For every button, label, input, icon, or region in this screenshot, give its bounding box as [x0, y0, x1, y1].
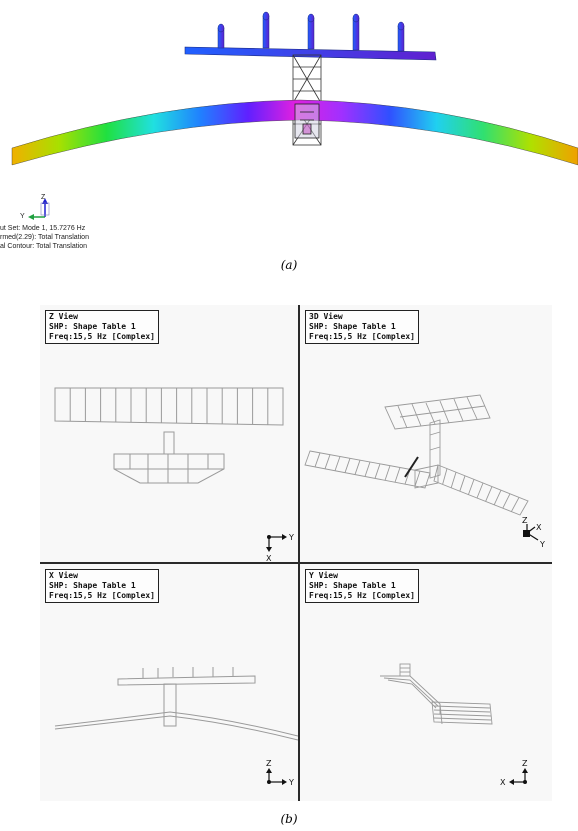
z-view[interactable]: Z View SHP: Shape Table 1 Freq:15,5 Hz [… — [40, 305, 298, 562]
contour-line: al Contour: Total Translation — [0, 243, 88, 250]
z-view-tail — [113, 453, 225, 484]
axis-label: X — [536, 523, 542, 532]
view-title: 3D View — [309, 312, 343, 321]
caption-b: (b) — [280, 812, 298, 826]
view-shape: SHP: Shape Table 1 — [309, 581, 396, 590]
3d-view-tail — [384, 394, 491, 430]
view-freq: Freq:15,5 Hz [Complex] — [309, 591, 415, 600]
view-freq: Freq:15,5 Hz [Complex] — [49, 332, 155, 341]
view-shape: SHP: Shape Table 1 — [49, 322, 136, 331]
axis-label: Y — [288, 533, 294, 542]
x-view-wireframe: Z Y — [54, 667, 298, 787]
x-view-fuselage — [163, 683, 177, 727]
axis-label: Z — [266, 759, 272, 768]
view-shape: SHP: Shape Table 1 — [49, 581, 136, 590]
3d-view-wing — [304, 450, 529, 516]
horizontal-divider — [40, 562, 552, 564]
caption-a: (a) — [280, 258, 298, 272]
axis-label: X — [500, 778, 506, 787]
view-freq: Freq:15,5 Hz [Complex] — [49, 591, 155, 600]
x-view-label: X View SHP: Shape Table 1 Freq:15,5 Hz [… — [45, 569, 159, 603]
horizontal-tail — [184, 46, 437, 61]
3d-view-label: 3D View SHP: Shape Table 1 Freq:15,5 Hz … — [305, 310, 419, 344]
x-view[interactable]: X View SHP: Shape Table 1 Freq:15,5 Hz [… — [40, 564, 298, 801]
3d-view-sensor-highlight — [404, 456, 419, 478]
y-view-structure — [380, 663, 493, 725]
z-view-wireframe: Y X — [54, 387, 294, 562]
modal-four-view-panel: Z View SHP: Shape Table 1 Freq:15,5 Hz [… — [40, 305, 552, 801]
y-view-wireframe: Z X — [380, 663, 528, 787]
z-view-triad: Y X — [266, 533, 294, 562]
view-title: X View — [49, 571, 78, 580]
y-view-triad: Z X — [500, 759, 528, 787]
output-set-line: ut Set: Mode 1, 15.7276 Hz — [0, 225, 86, 232]
wing-centre-section — [294, 103, 320, 139]
main-wing — [11, 99, 578, 166]
z-view-wing — [54, 387, 284, 426]
3d-view-wireframe: Z X Y — [304, 394, 545, 549]
view-shape: SHP: Shape Table 1 — [309, 322, 396, 331]
view-title: Z View — [49, 312, 78, 321]
x-view-tail — [117, 667, 256, 686]
axis-label: Y — [288, 778, 294, 787]
x-view-triad: Z Y — [266, 759, 294, 787]
y-view[interactable]: Y View SHP: Shape Table 1 Freq:15,5 Hz [… — [300, 564, 552, 801]
3d-view-fuselage — [414, 419, 441, 489]
3d-view-triad: Z X Y — [522, 516, 545, 549]
axis-label: Z — [522, 759, 528, 768]
tail-posts — [217, 11, 405, 52]
triad-y-label: Y — [20, 213, 25, 220]
x-view-wing — [54, 711, 298, 741]
triad-z-label: Z — [41, 194, 46, 201]
fe-coordinate-triad — [28, 198, 50, 220]
z-view-label: Z View SHP: Shape Table 1 Freq:15,5 Hz [… — [45, 310, 159, 344]
view-title: Y View — [309, 571, 338, 580]
fe-mode-shape-render — [11, 11, 578, 220]
axis-label: Y — [539, 540, 545, 549]
deformed-line: rmed(2.29): Total Translation — [0, 234, 89, 241]
y-view-label: Y View SHP: Shape Table 1 Freq:15,5 Hz [… — [305, 569, 419, 603]
axis-label: Z — [522, 516, 528, 525]
fe-mode-shape-panel: Z Y ut Set: Mode 1, 15.7276 Hz rmed(2.29… — [0, 0, 578, 250]
view-freq: Freq:15,5 Hz [Complex] — [309, 332, 415, 341]
vertical-divider — [298, 305, 300, 801]
axis-label: X — [266, 554, 272, 562]
3d-view[interactable]: 3D View SHP: Shape Table 1 Freq:15,5 Hz … — [300, 305, 552, 562]
z-view-fuselage — [163, 431, 175, 455]
